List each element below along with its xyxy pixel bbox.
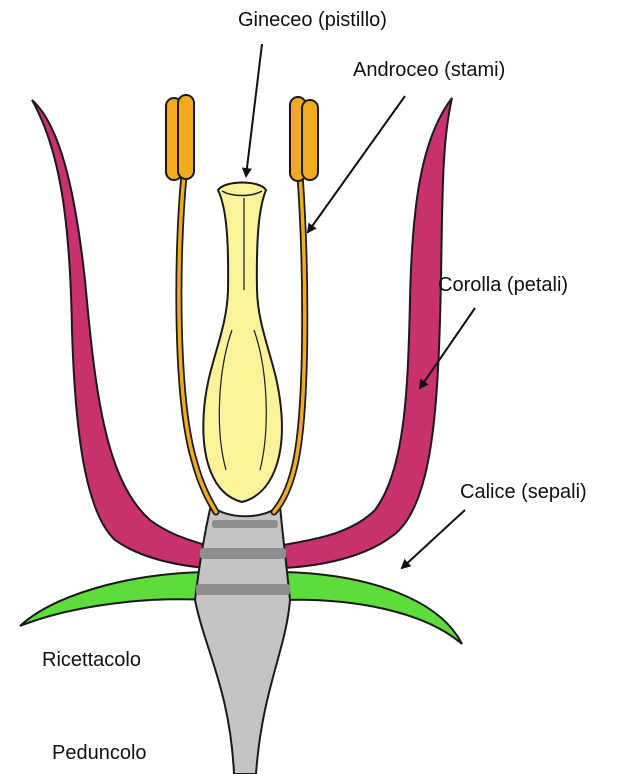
sepal-right xyxy=(283,572,462,644)
sepal-left xyxy=(20,572,205,626)
label-stamens: Androceo (stami) xyxy=(353,60,505,80)
receptacle-band-3 xyxy=(196,584,290,595)
receptacle-band-1 xyxy=(212,520,278,528)
anther-left xyxy=(166,95,194,180)
pistil xyxy=(203,183,282,503)
receptacle-band-2 xyxy=(200,548,286,559)
label-peduncle: Peduncolo xyxy=(52,743,147,763)
arrow-calyx xyxy=(402,510,465,568)
receptacle xyxy=(195,505,290,774)
label-receptacle: Ricettacolo xyxy=(42,650,141,670)
anther-right xyxy=(290,97,318,181)
arrow-stamens xyxy=(308,96,405,232)
label-pistil: Gineceo (pistillo) xyxy=(238,10,387,30)
arrow-pistil xyxy=(246,44,262,176)
label-corolla: Corolla (petali) xyxy=(438,275,568,295)
label-calyx: Calice (sepali) xyxy=(460,482,587,502)
